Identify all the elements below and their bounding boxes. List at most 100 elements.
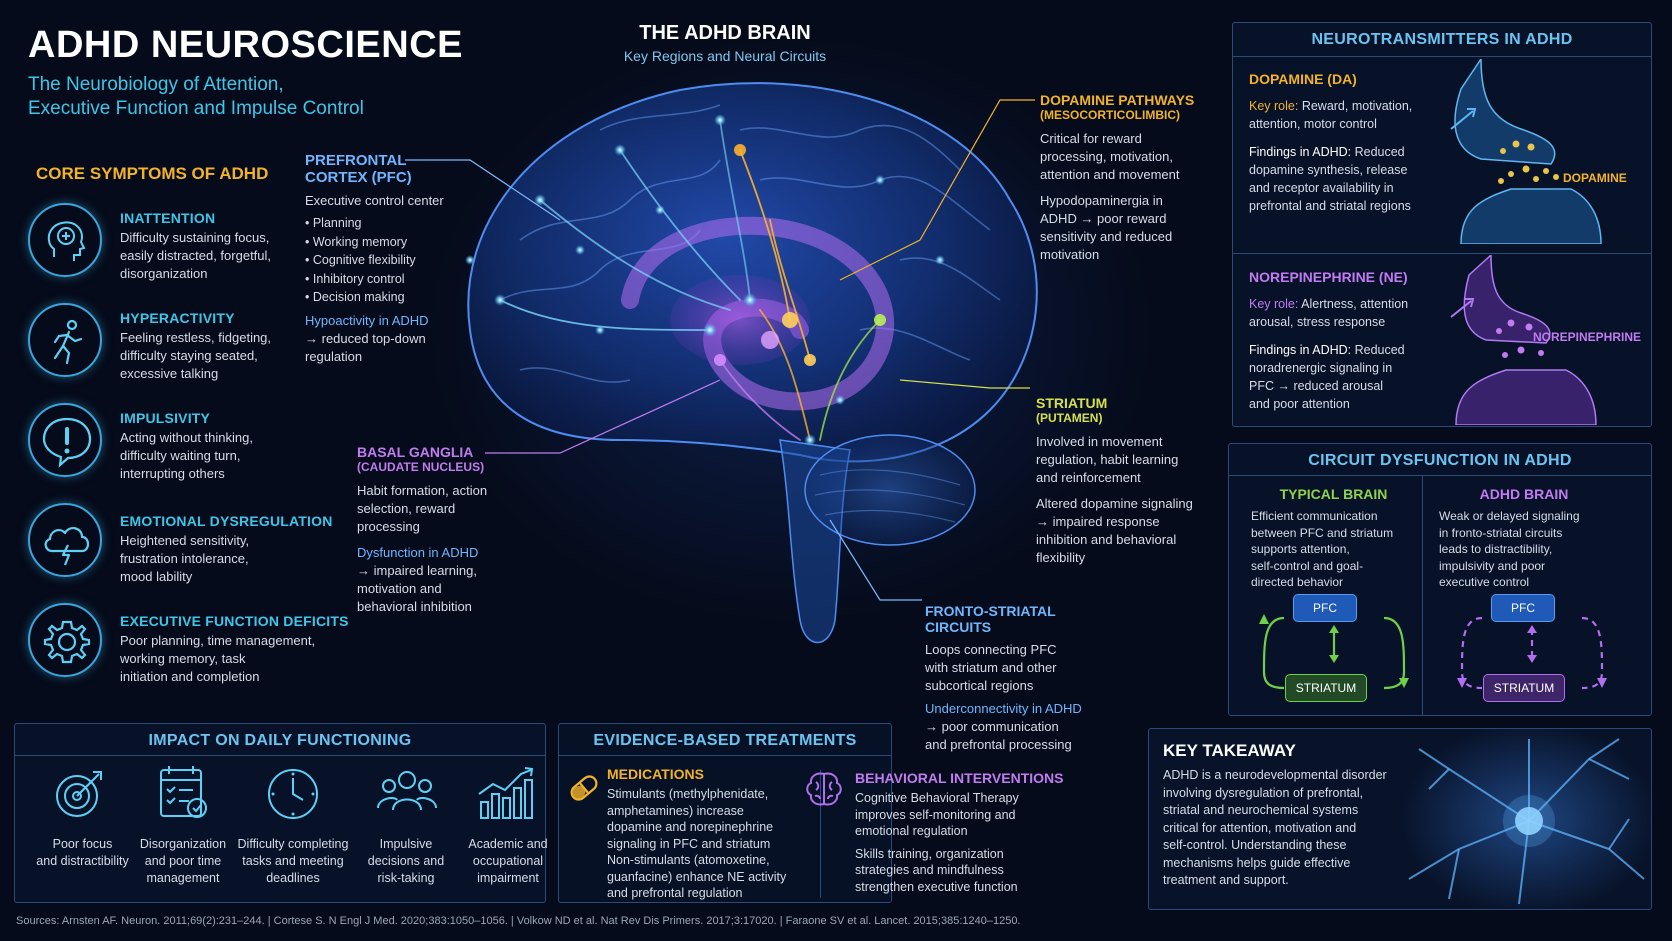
da-find-line: dopamine synthesis, release	[1249, 163, 1408, 177]
neural-nodes	[465, 114, 945, 446]
pfc-bullet: • Working memory	[305, 234, 408, 249]
striatum-title: STRIATUM	[1036, 395, 1108, 411]
basal-desc-line: processing	[357, 519, 420, 534]
target-icon	[49, 764, 113, 827]
dopamine-path-line: ADHD → poor reward	[1040, 211, 1167, 226]
da-key-label: Key role:	[1249, 99, 1299, 113]
adhd-line: executive control	[1439, 575, 1530, 589]
nt-divider	[1233, 253, 1651, 254]
adhd-line: Weak or delayed signaling	[1439, 509, 1580, 523]
ne-find-line: and poor attention	[1249, 397, 1350, 411]
da-find-line: prefrontal and striatal regions	[1249, 199, 1411, 213]
dopamine-path-line: motivation	[1040, 247, 1100, 262]
typical-line: self-control and goal-	[1251, 558, 1364, 573]
page-title: ADHD NEUROSCIENCE	[28, 24, 463, 66]
dopamine-path-line: Critical for reward	[1040, 131, 1142, 146]
medications-text: Stimulants (methylphenidate,amphetamines…	[607, 787, 787, 900]
basal-subtitle: (CAUDATE NUCLEUS)	[357, 460, 485, 474]
striatum-line: and reinforcement	[1036, 470, 1141, 485]
typical-striatum-node: STRIATUM	[1285, 674, 1367, 702]
striatum-line: inhibition and behavioral	[1036, 532, 1177, 547]
pfc-desc: Executive control center	[305, 193, 444, 208]
da-key-line2: attention, motor control	[1249, 117, 1377, 131]
symptom-desc-hyperactivity: Feeling restless, fidgeting,difficulty s…	[120, 330, 272, 381]
adhd-title: ADHD BRAIN	[1479, 486, 1569, 502]
symptom-title-emotional: EMOTIONAL DYSREGULATION	[120, 513, 333, 529]
fronto-finding: Underconnectivity in ADHD	[925, 701, 1082, 716]
fronto-striatal-label: FRONTO-STRIATAL CIRCUITS Loops connectin…	[925, 603, 1100, 754]
typical-line: directed behavior	[1251, 575, 1344, 589]
circuit-heading: CIRCUIT DYSFUNCTION IN ADHD	[1229, 444, 1651, 476]
norepinephrine-image-label: NOREPINEPHRINE	[1533, 330, 1642, 344]
dopamine-path-line: attention and movement	[1040, 167, 1180, 182]
striatum-line: regulation, habit learning	[1036, 452, 1179, 467]
dopamine-path-subtitle: (MESOCORTICOLIMBIC)	[1040, 108, 1180, 122]
striatum-line: flexibility	[1036, 550, 1086, 565]
takeaway-heading: KEY TAKEAWAY	[1163, 741, 1296, 760]
symptom-title-hyperactivity: HYPERACTIVITY	[120, 310, 235, 326]
basal-ganglia-label: BASAL GANGLIA (CAUDATE NUCLEUS) Habit fo…	[357, 444, 527, 616]
pfc-title-line2: CORTEX (PFC)	[305, 169, 412, 186]
treatments-panel: EVIDENCE-BASED TREATMENTS	[558, 723, 892, 903]
pill-icon	[570, 775, 598, 801]
da-find-text: Reduced	[1351, 145, 1405, 159]
key-takeaway-panel: KEY TAKEAWAY ADHD is a neurodevelopmenta…	[1148, 728, 1652, 910]
symptom-desc-executive: Poor planning, time management,working m…	[120, 633, 316, 684]
treatments-heading: EVIDENCE-BASED TREATMENTS	[559, 724, 891, 756]
typical-title: TYPICAL BRAIN	[1279, 486, 1388, 502]
typical-brain-section: TYPICAL BRAIN Efficient communication be…	[1251, 486, 1416, 591]
da-title: DOPAMINE (DA)	[1249, 71, 1357, 87]
brain-subtitle: Key Regions and Neural Circuits	[623, 48, 827, 64]
dopamine-section: DOPAMINE (DA) Key role: Reward, motivati…	[1249, 71, 1439, 215]
bar-chart-icon	[475, 764, 539, 827]
head-brain-icon	[28, 203, 102, 277]
pfc-title-line1: PREFRONTAL	[305, 152, 407, 169]
pfc-finding: Hypoactivity in ADHD	[305, 312, 429, 328]
pfc-finding-line2: regulation	[305, 348, 363, 364]
checklist-calendar-icon	[151, 764, 215, 827]
neurotransmitters-heading: NEUROTRANSMITTERS IN ADHD	[1233, 23, 1651, 57]
ne-findings: Findings in ADHD: Reduced	[1249, 341, 1439, 359]
symptom-title-executive: EXECUTIVE FUNCTION DEFICITS	[120, 613, 349, 629]
da-find-line: and receptor availability in	[1249, 181, 1394, 195]
fronto-title-line1: FRONTO-STRIATAL	[925, 603, 1056, 619]
dopamine-path-line: Hypodopaminergia in	[1040, 193, 1163, 208]
ne-find-line: noradrenergic signaling in	[1249, 361, 1393, 375]
sources-footer: Sources: Arnsten AF. Neuron. 2011;69(2):…	[16, 915, 1021, 927]
norepinephrine-section: NOREPINEPHRINE (NE) Key role: Alertness,…	[1249, 269, 1439, 413]
behavioral-title: BEHAVIORAL INTERVENTIONS	[855, 770, 1064, 786]
striatum-label: STRIATUM (PUTAMEN) Involved in movement …	[1036, 395, 1216, 567]
ne-key-line2: arousal, stress response	[1249, 315, 1386, 329]
symptom-desc-impulsivity: Acting without thinking,difficulty waiti…	[120, 430, 253, 481]
da-key-text: Reward, motivation,	[1298, 99, 1413, 113]
basal-finding: Dysfunction in ADHD	[357, 545, 479, 560]
basal-finding-line: motivation and	[357, 581, 442, 596]
adhd-line: impulsivity and poor	[1439, 558, 1546, 573]
medications-title: MEDICATIONS	[607, 766, 704, 782]
fronto-finding-line: and prefrontal processing	[925, 737, 1072, 752]
da-find-label: Findings in ADHD:	[1249, 145, 1352, 159]
pfc-bullet: • Inhibitory control	[305, 271, 405, 286]
basal-finding-line: → impaired learning,	[357, 563, 477, 578]
typical-line: supports attention,	[1251, 542, 1350, 556]
fronto-line: Loops connecting PFC	[925, 642, 1057, 657]
adhd-circuit-diagram	[1457, 616, 1607, 690]
symptom-desc-emotional: Heightened sensitivity,frustration intol…	[120, 533, 250, 584]
storm-cloud-icon	[28, 503, 102, 577]
symptom-title-impulsivity: IMPULSIVITY	[120, 410, 211, 426]
ne-key-role: Key role: Alertness, attention	[1249, 295, 1439, 313]
adhd-line: in fronto-striatal circuits	[1439, 525, 1563, 540]
circuit-divider	[1422, 476, 1423, 716]
typical-pfc-node: PFC	[1293, 594, 1357, 622]
da-key-role: Key role: Reward, motivation,	[1249, 97, 1439, 115]
pfc-bullet: • Planning	[305, 216, 362, 230]
clock-icon	[261, 764, 325, 827]
striatum-line: Altered dopamine signaling	[1036, 496, 1193, 511]
